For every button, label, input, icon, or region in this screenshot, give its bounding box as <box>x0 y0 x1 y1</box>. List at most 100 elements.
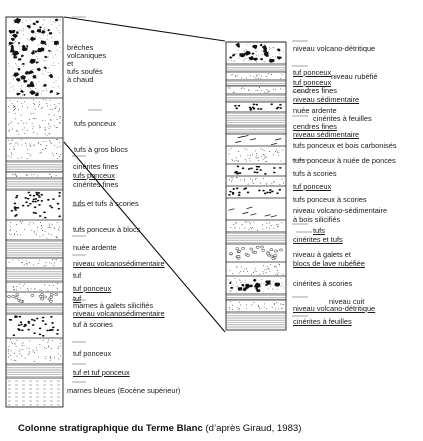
breccia-block <box>254 282 260 287</box>
tuff-dot <box>43 60 45 62</box>
tuff-dot <box>277 155 279 157</box>
scoria-clast <box>58 191 61 194</box>
tuff-dot <box>42 149 44 151</box>
tuff-dot <box>229 301 231 303</box>
tuff-dot <box>260 148 262 150</box>
tuff-dot <box>57 111 59 113</box>
scoria-clast <box>241 167 245 170</box>
tuff-dot <box>8 261 10 263</box>
tuff-dot <box>26 25 28 26</box>
tuff-dot <box>28 39 30 41</box>
tuff-dot <box>58 63 59 65</box>
scoria-clast <box>278 166 282 169</box>
tuff-dot <box>13 104 15 106</box>
tuff-dot <box>46 35 48 37</box>
tuff-dot <box>235 75 237 77</box>
tuff-dot <box>10 156 12 158</box>
tuff-dot <box>50 142 52 144</box>
tuff-dot <box>21 105 23 107</box>
right-column-label: cendres fines <box>293 86 337 95</box>
tuff-dot <box>235 281 237 283</box>
tuff-dot <box>49 119 51 121</box>
breccia-block <box>20 75 26 80</box>
tuff-dot <box>10 359 12 361</box>
tuff-dot <box>35 118 37 119</box>
breccia-block <box>23 79 28 83</box>
scoria-clast <box>19 321 23 324</box>
tuff-dot <box>28 224 30 226</box>
tuff-dot <box>55 126 57 128</box>
tuff-dot <box>37 90 39 92</box>
scoria-clast <box>15 196 18 199</box>
tuff-dot <box>15 345 17 347</box>
tuff-dot <box>281 282 283 284</box>
tuff-dot <box>280 160 282 162</box>
breccia-block <box>26 25 31 29</box>
tuff-dot <box>267 90 269 92</box>
tuff-dot <box>44 127 46 129</box>
tuff-dot <box>57 346 59 348</box>
tuff-dot <box>248 228 250 230</box>
breccia-block <box>28 70 34 75</box>
tuff-dot <box>33 144 35 146</box>
tuff-dot <box>244 227 246 229</box>
tuff-dot <box>29 27 31 29</box>
wood-fragment <box>237 135 244 139</box>
tuff-dot <box>49 133 51 135</box>
tuff-dot <box>255 77 257 79</box>
tuff-dot <box>33 174 35 176</box>
tuff-dot <box>275 151 276 152</box>
breccia-block <box>12 29 16 32</box>
tuff-dot <box>29 222 31 224</box>
breccia-block <box>30 30 35 34</box>
tuff-dot <box>282 51 284 52</box>
tuff-dot <box>241 266 243 268</box>
tuff-dot <box>38 81 40 83</box>
tuff-dot <box>59 19 61 21</box>
tuff-dot <box>29 340 31 342</box>
breccia-block <box>274 282 281 287</box>
wood-fragment <box>249 138 257 141</box>
tuff-dot <box>9 143 11 145</box>
tuff-dot <box>20 349 22 351</box>
breccia-block <box>13 56 18 59</box>
tuff-dot <box>7 155 9 157</box>
scoria-clast <box>238 172 242 174</box>
tuff-dot <box>263 272 265 274</box>
tuff-dot <box>49 360 51 361</box>
tuff-dot <box>230 227 232 229</box>
tuff-dot <box>50 358 52 359</box>
scoria-clast <box>35 193 39 196</box>
tuff-dot <box>278 263 280 265</box>
scoria-clast <box>37 192 41 194</box>
breccia-block <box>48 32 53 35</box>
tuff-dot <box>56 259 58 261</box>
tuff-dot <box>35 35 37 37</box>
tuff-dot <box>56 119 58 121</box>
tuff-dot <box>32 91 34 93</box>
tuff-dot <box>42 234 44 236</box>
tuff-dot <box>15 76 16 78</box>
scoria-clast <box>16 206 20 209</box>
scoria-clast <box>56 202 60 205</box>
tuff-dot <box>45 356 47 358</box>
breccia-block <box>39 47 45 52</box>
scoria-clast <box>47 198 50 201</box>
tuff-dot <box>256 74 257 76</box>
caption-source: (d’après Giraud, 1983) <box>205 423 302 434</box>
tuff-dot <box>255 271 257 272</box>
tuff-dot <box>47 38 48 40</box>
breccia-block <box>248 57 251 59</box>
breccia-block <box>40 29 46 34</box>
wood-fragment <box>275 138 282 141</box>
tuff-dot <box>36 83 37 85</box>
tuff-dot <box>33 99 35 101</box>
tuff-dot <box>19 221 21 223</box>
tuff-dot <box>252 179 254 181</box>
scoria-clast <box>255 171 259 174</box>
scoria-clast <box>17 324 21 327</box>
tuff-dot <box>55 80 57 82</box>
tuff-dot <box>53 155 55 157</box>
pebble <box>49 293 54 296</box>
tuff-dot <box>15 231 17 233</box>
